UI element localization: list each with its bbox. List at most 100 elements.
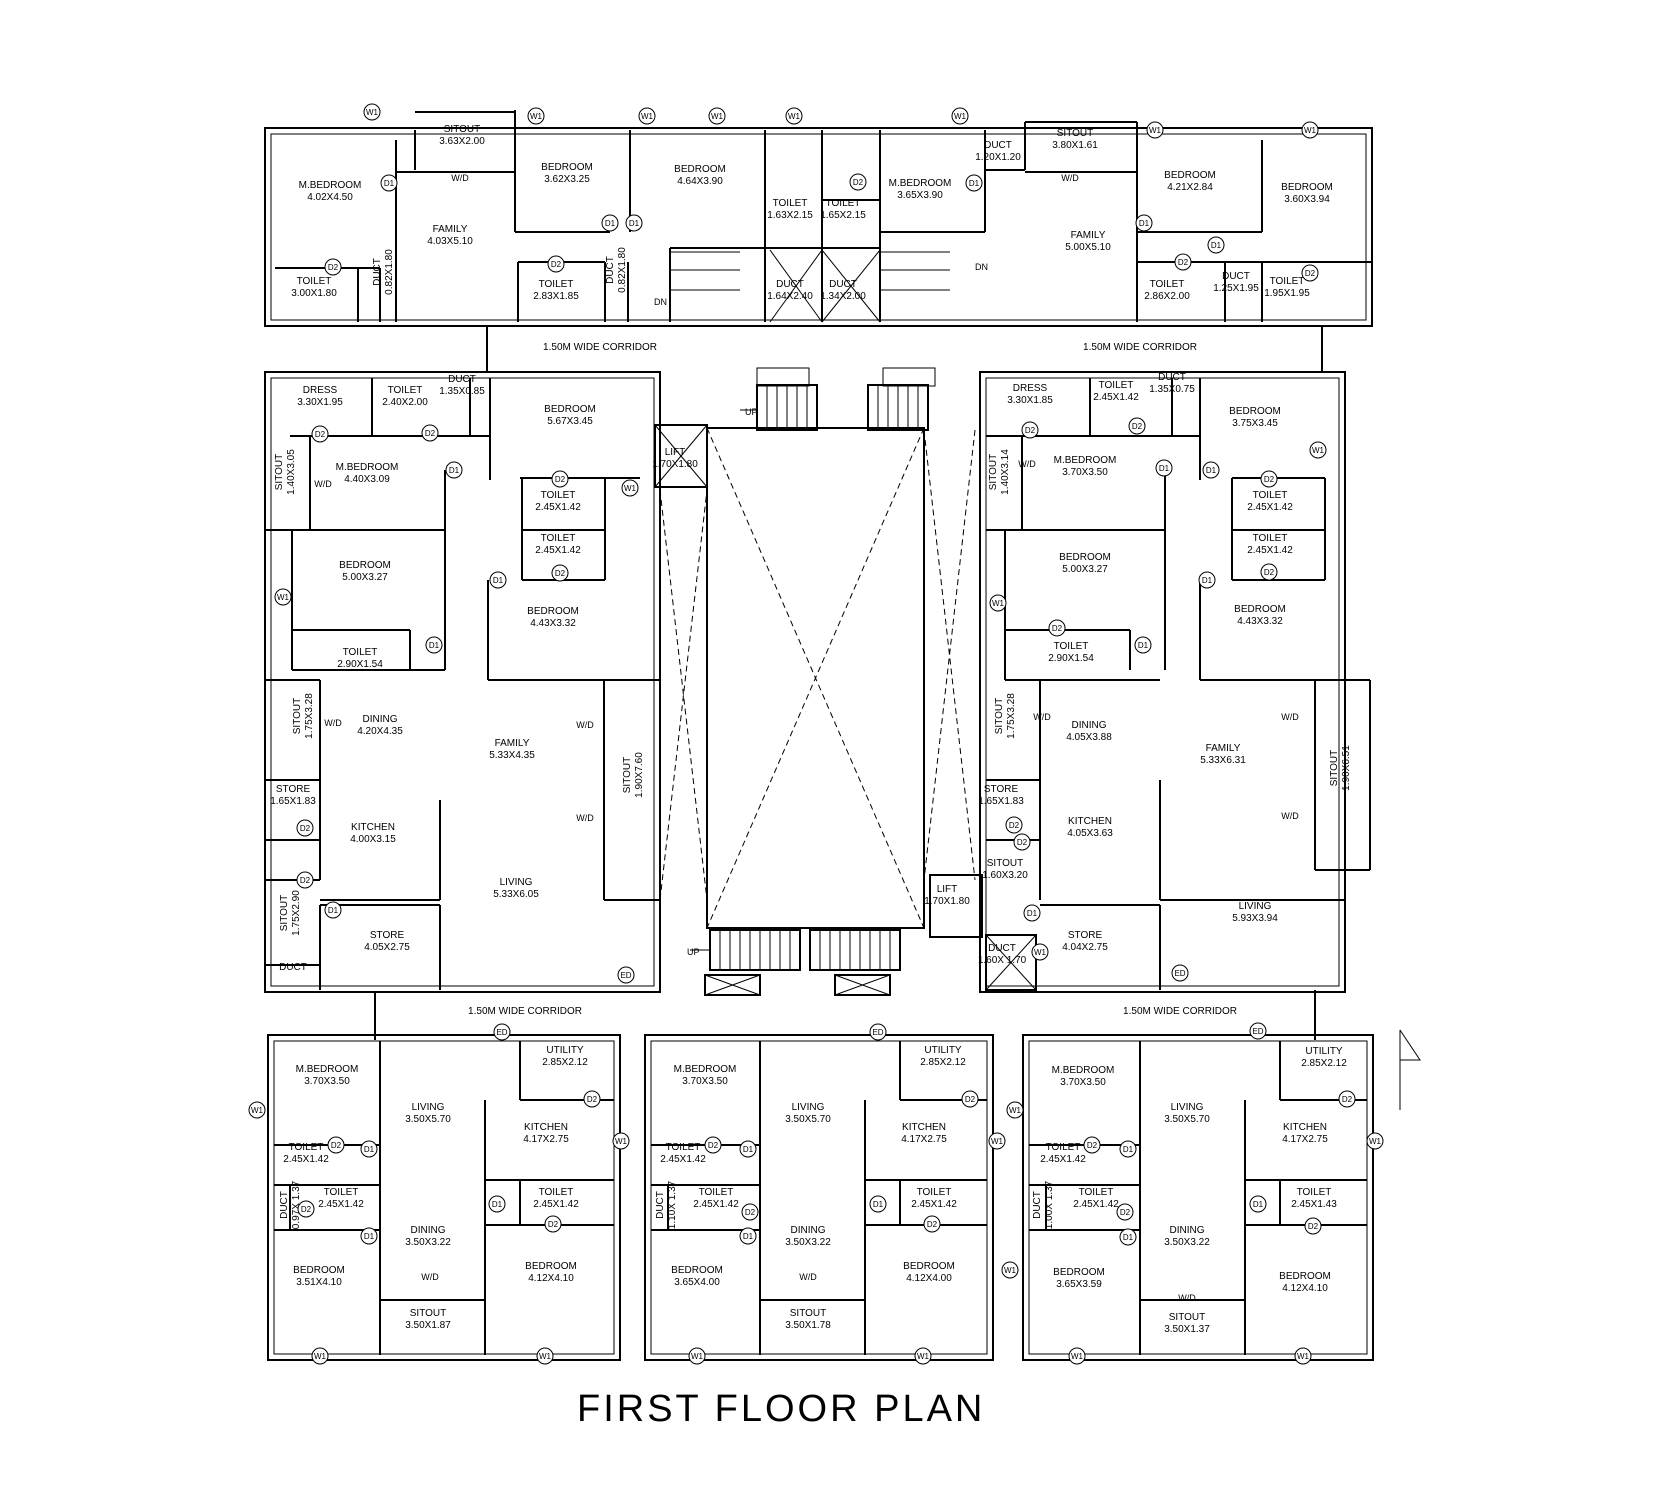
svg-text:W/D: W/D — [324, 718, 342, 728]
room-dims: 1.25X1.95 — [1213, 283, 1259, 294]
room-dims: 3.50X1.78 — [785, 1320, 831, 1331]
door1-tag: D1 — [625, 214, 643, 232]
room-dims: 1.70X1.80 — [652, 459, 698, 470]
room-name: FAMILY — [433, 224, 468, 235]
room-name: TOILET — [699, 1187, 734, 1198]
room-dims: 5.33X6.31 — [1200, 755, 1246, 766]
room-dims: 2.45X1.42 — [1247, 545, 1293, 556]
corridor-label-top-right: 1.50M WIDE CORRIDOR — [1083, 342, 1197, 353]
room-dims: 4.43X3.32 — [1237, 616, 1283, 627]
svg-text:W1: W1 — [277, 593, 290, 602]
room-dims: 1.70X1.80 — [924, 896, 970, 907]
room-name: SITOUT — [410, 1308, 446, 1319]
room-dims: 3.51X4.10 — [296, 1277, 342, 1288]
window-door-tag: W/D — [421, 1272, 439, 1282]
room-dims: 2.45X1.42 — [1040, 1154, 1086, 1165]
room-label: SITOUT1.40X3.14 — [988, 449, 1011, 495]
room-name: TOILET — [1297, 1187, 1332, 1198]
room-name: TOILET — [297, 276, 332, 287]
door1-tag: D1 — [488, 1195, 506, 1213]
room-dims: 4.04X2.75 — [1062, 942, 1108, 953]
door1-tag: D1 — [1023, 904, 1041, 922]
room-dims: 1.75X2.90 — [291, 890, 302, 936]
room-dims: 1.95X1.95 — [1264, 288, 1310, 299]
svg-text:D2: D2 — [555, 569, 566, 578]
svg-text:ED: ED — [496, 1028, 507, 1037]
room-name: STORE — [276, 784, 311, 795]
svg-text:W1: W1 — [1009, 1106, 1022, 1115]
room-dims: 4.00X3.15 — [350, 834, 396, 845]
svg-text:D2: D2 — [315, 430, 326, 439]
entry-door-tag: ED — [617, 966, 635, 984]
window-tag: W1 — [988, 1132, 1006, 1150]
room-dims: 3.50X3.22 — [785, 1237, 831, 1248]
room-name: SITOUT — [444, 124, 480, 135]
svg-text:ED: ED — [620, 971, 631, 980]
room-dims: 5.00X3.27 — [342, 572, 388, 583]
room-name: TOILET — [324, 1187, 359, 1198]
room-name: FAMILY — [1071, 230, 1106, 241]
svg-text:D1: D1 — [492, 1200, 503, 1209]
room-name: SITOUT — [279, 895, 290, 931]
room-name: DUCT — [605, 256, 616, 284]
svg-text:D2: D2 — [587, 1095, 598, 1104]
room-label: DUCT1.00X 1.37 — [1032, 1180, 1055, 1229]
room-dims: 1.35X0.75 — [1149, 384, 1195, 395]
door2-tag: D2 — [297, 1200, 315, 1218]
svg-text:W1: W1 — [539, 1352, 552, 1361]
svg-text:D2: D2 — [1132, 422, 1143, 431]
door2-tag: D2 — [324, 258, 342, 276]
room-dims: 1.90X7.60 — [634, 752, 645, 798]
svg-text:W/D: W/D — [1281, 811, 1299, 821]
door1-tag: D1 — [360, 1227, 378, 1245]
door2-tag: D2 — [1260, 470, 1278, 488]
room-dims: 3.62X3.25 — [544, 174, 590, 185]
room-dims: 2.85X2.12 — [542, 1057, 588, 1068]
room-dims: 2.86X2.00 — [1144, 291, 1190, 302]
window-tag: W1 — [1006, 1101, 1024, 1119]
window-door-tag: W/D — [451, 173, 469, 183]
window-tag: W1 — [248, 1101, 266, 1119]
window-tag: W1 — [527, 107, 545, 125]
window-tag: W1 — [1031, 943, 1049, 961]
room-label: SITOUT1.90X7.60 — [622, 752, 645, 798]
room-name: KITCHEN — [351, 822, 395, 833]
svg-text:D1: D1 — [493, 576, 504, 585]
corridor-label-top-left: 1.50M WIDE CORRIDOR — [543, 342, 657, 353]
door2-tag: D2 — [551, 470, 569, 488]
svg-text:D1: D1 — [1206, 466, 1217, 475]
room-name: TOILET — [1054, 641, 1089, 652]
room-name: DINING — [411, 1225, 446, 1236]
window-tag: W1 — [989, 594, 1007, 612]
room-dims: 5.67X3.45 — [547, 416, 593, 427]
window-tag: W1 — [274, 588, 292, 606]
stair-up-bottom: UP — [687, 947, 700, 957]
room-name: M.BEDROOM — [1054, 455, 1117, 466]
room-dims: 3.80X1.61 — [1052, 140, 1098, 151]
room-dims: 5.33X4.35 — [489, 750, 535, 761]
svg-text:W1: W1 — [1149, 126, 1162, 135]
door2-tag: D2 — [923, 1215, 941, 1233]
